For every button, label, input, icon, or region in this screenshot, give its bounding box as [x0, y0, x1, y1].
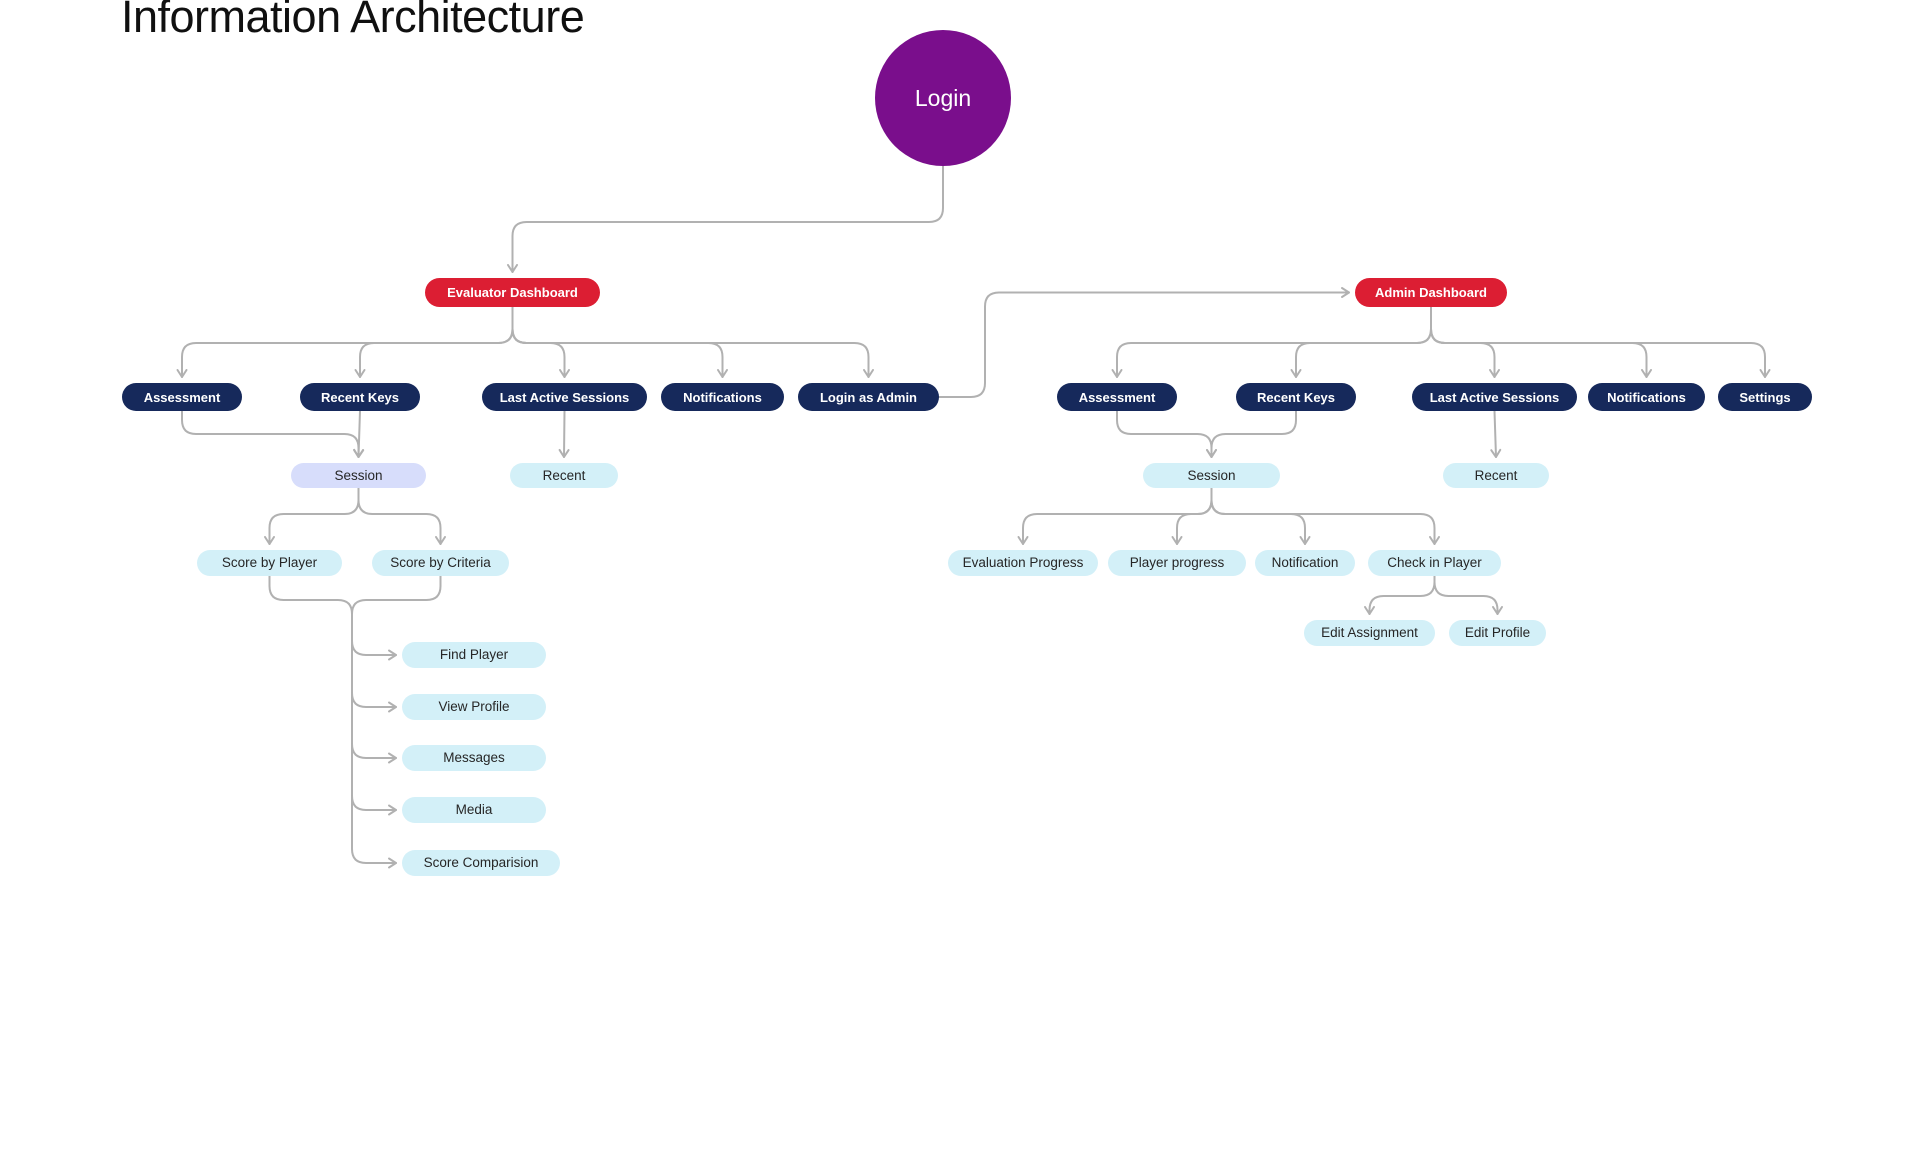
connector-path: [511, 306, 570, 378]
connector-path: [181, 410, 364, 458]
page-title: Information Architecture: [121, 0, 585, 42]
node-edit-profile: Edit Profile: [1449, 620, 1546, 646]
connector-path: [1290, 306, 1432, 378]
node-eval-notifications: Notifications: [661, 383, 784, 411]
node-login-as-admin: Login as Admin: [798, 383, 939, 411]
node-eval-recent-keys: Recent Keys: [300, 383, 420, 411]
connector-path: [351, 640, 397, 661]
connector-path: [351, 743, 397, 764]
node-admin-settings: Settings: [1718, 383, 1812, 411]
node-messages: Messages: [402, 745, 546, 771]
node-score-comparision: Score Comparision: [402, 850, 560, 876]
node-evaluation-progress: Evaluation Progress: [948, 550, 1098, 576]
node-admin-session: Session: [1143, 463, 1280, 488]
connector-path: [351, 613, 397, 869]
connector-path: [511, 306, 874, 378]
node-eval-recent: Recent: [510, 463, 618, 488]
node-find-player: Find Player: [402, 642, 546, 668]
connector-path: [351, 795, 397, 816]
connector-path: [268, 575, 353, 615]
node-login: Login: [875, 30, 1011, 166]
node-view-profile: View Profile: [402, 694, 546, 720]
connector-path: [507, 165, 944, 273]
node-eval-session: Session: [291, 463, 426, 488]
node-notification: Notification: [1255, 550, 1355, 576]
connector-path: [351, 575, 442, 615]
node-admin-recent-keys: Recent Keys: [1236, 383, 1356, 411]
connector-path: [1490, 410, 1502, 458]
connector-path: [176, 306, 514, 378]
node-evaluator-dashboard: Evaluator Dashboard: [425, 278, 600, 307]
node-check-in-player: Check in Player: [1368, 550, 1501, 576]
connector-path: [1017, 487, 1213, 545]
connector-path: [1364, 575, 1436, 615]
node-score-by-criteria: Score by Criteria: [372, 550, 509, 576]
node-admin-dashboard: Admin Dashboard: [1355, 278, 1507, 307]
node-admin-assessment: Assessment: [1057, 383, 1177, 411]
connector-path: [1210, 487, 1311, 545]
connector-path: [558, 410, 570, 458]
node-media: Media: [402, 797, 546, 823]
connector-path: [351, 692, 397, 713]
connector-path: [1430, 306, 1652, 378]
connector-path: [264, 487, 360, 545]
node-player-progress: Player progress: [1108, 550, 1246, 576]
connector-path: [1210, 487, 1440, 545]
connector-path: [1171, 487, 1213, 545]
node-admin-recent: Recent: [1443, 463, 1549, 488]
node-eval-assessment: Assessment: [122, 383, 242, 411]
connector-path: [1430, 306, 1771, 378]
connector-path: [511, 306, 728, 378]
connector-path: [357, 487, 446, 545]
connector-path: [353, 410, 365, 458]
connector-path: [1430, 306, 1500, 378]
node-admin-last-active-sessions: Last Active Sessions: [1412, 383, 1577, 411]
connector-path: [1433, 575, 1503, 615]
connector-path: [1116, 410, 1217, 458]
node-edit-assignment: Edit Assignment: [1304, 620, 1435, 646]
connector-path: [1111, 306, 1432, 378]
connector-path: [938, 287, 1350, 398]
connector-path: [354, 306, 514, 378]
node-score-by-player: Score by Player: [197, 550, 342, 576]
node-eval-last-active-sessions: Last Active Sessions: [482, 383, 647, 411]
node-admin-notifications: Notifications: [1588, 383, 1705, 411]
connector-path: [1206, 410, 1297, 458]
